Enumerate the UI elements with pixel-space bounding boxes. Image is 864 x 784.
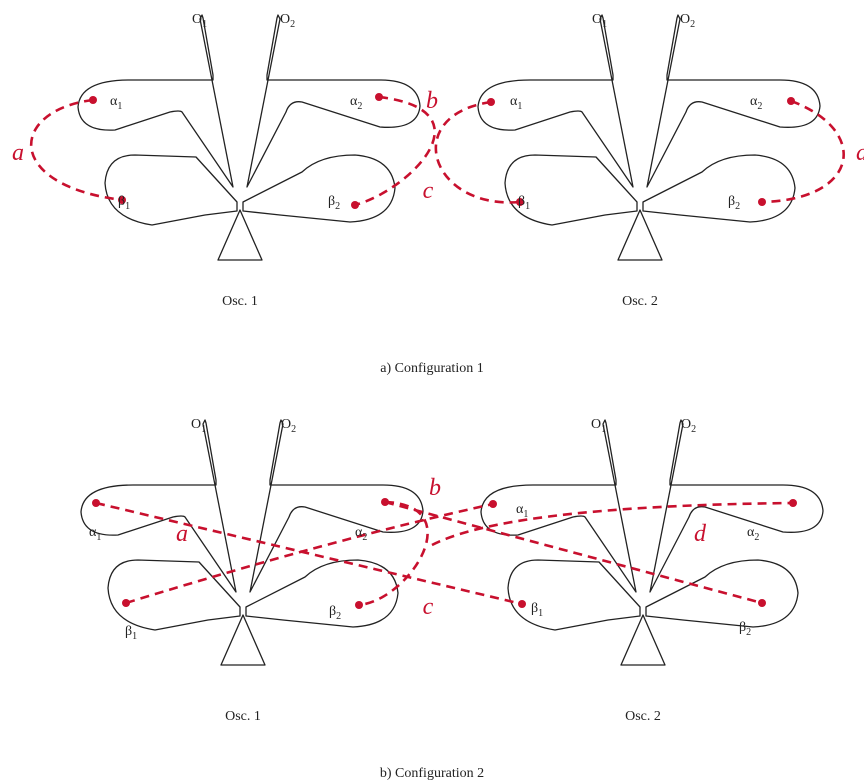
cfg2-osc2-inner-right-lobe	[645, 559, 799, 628]
cfg2-osc2-pivot-triangle	[620, 614, 666, 666]
cfg1-osc2-outer-right-lobe	[646, 14, 821, 188]
cfg2-link-label-b: b	[429, 475, 441, 501]
cfg2-osc1-label-b2: β2	[329, 604, 341, 622]
cfg2-link-cross	[384, 500, 763, 605]
cfg1-link-label-a: a	[12, 140, 24, 166]
cfg2-link-label-a: a	[176, 521, 188, 547]
cfg1-osc1-label-o1: O1	[192, 12, 207, 30]
cfg2-osc2-label-b2: β2	[739, 620, 751, 638]
cfg1-osc2-label-b2: β2	[728, 194, 740, 212]
cfg1-link-bc	[354, 95, 436, 207]
cfg1-osc1-inner-right-lobe	[242, 154, 396, 223]
cfg2-link-b1	[125, 502, 494, 605]
cfg1-link-cross	[434, 100, 521, 204]
cfg1-osc1-caption: Osc. 1	[222, 294, 258, 309]
cfg1-link-label-c: c	[423, 178, 434, 204]
attachment-dot	[516, 198, 524, 206]
cfg1-osc1-label-a2: α2	[350, 94, 362, 112]
cfg1-osc2-caption: Osc. 2	[622, 294, 658, 309]
cfg1-osc2-pivot-triangle	[617, 209, 663, 261]
cfg1-link-label-b: b	[426, 88, 438, 114]
cfg2-osc1-label-a2: α2	[355, 525, 367, 543]
cfg1-osc1-outer-right-lobe	[246, 14, 421, 188]
cfg2-osc1-caption: Osc. 1	[225, 709, 261, 724]
cfg1-osc2-outer-left-lobe	[477, 14, 634, 188]
cfg1-osc2	[477, 14, 821, 261]
cfg2-osc1	[80, 419, 424, 666]
cfg2-osc1-label-o2: O2	[281, 417, 296, 435]
cfg2-osc1-outer-right-lobe	[249, 419, 424, 593]
cfg2-link-d	[431, 501, 794, 547]
cfg1-osc2-inner-right-lobe	[642, 154, 796, 223]
cfg1-osc1-outer-left-lobe	[77, 14, 234, 188]
cfg2-link-label-c: c	[423, 594, 434, 620]
cfg1-osc1-inner-left-lobe	[104, 154, 238, 226]
connection-layer	[29, 93, 845, 609]
cfg1-osc1-pivot-triangle	[217, 209, 263, 261]
cfg1-osc2-label-a2: α2	[750, 94, 762, 112]
cfg1-osc2-label-a1: α1	[510, 94, 522, 112]
cfg1-link-d	[761, 99, 845, 204]
cfg2-osc2-inner-left-lobe	[507, 559, 641, 631]
cfg2-osc2	[480, 419, 824, 666]
cfg2-osc2-label-o1: O1	[591, 417, 606, 435]
cfg2-osc1-label-b1: β1	[125, 624, 137, 642]
cfg2-osc1-inner-left-lobe	[107, 559, 241, 631]
cfg2-osc2-label-o2: O2	[681, 417, 696, 435]
cfg2-osc2-outer-right-lobe	[649, 419, 824, 593]
cfg1-link-a	[29, 98, 123, 202]
cfg1-osc1	[77, 14, 421, 261]
cfg2-osc1-label-o1: O1	[191, 417, 206, 435]
cfg2-osc1-pivot-triangle	[220, 614, 266, 666]
cfg1-osc1-label-a1: α1	[110, 94, 122, 112]
cfg2-link-label-d: d	[694, 521, 707, 547]
cfg1-osc1-label-b2: β2	[328, 194, 340, 212]
cfg2-osc2-caption: Osc. 2	[625, 709, 661, 724]
cfg1-caption: a) Configuration 1	[380, 361, 483, 376]
cfg1-osc2-label-b1: β1	[518, 194, 530, 212]
cfg2-osc1-outer-left-lobe	[80, 419, 237, 593]
cfg2-osc2-label-a1: α1	[516, 502, 528, 520]
cfg2-osc2-label-b1: β1	[531, 601, 543, 619]
cfg1-osc2-label-o1: O1	[592, 12, 607, 30]
cfg1-osc1-label-b1: β1	[118, 194, 130, 212]
cfg2-caption: b) Configuration 2	[380, 766, 484, 781]
oscillator-layer	[77, 14, 824, 666]
cfg2-link-bc	[358, 500, 429, 607]
cfg2-osc1-label-a1: α1	[89, 525, 101, 543]
caption-layer: Osc. 1 Osc. 2 a) Configuration 1 Osc. 1 …	[12, 12, 864, 781]
cfg2-osc1-inner-right-lobe	[245, 559, 399, 628]
cfg2-link-a	[95, 501, 523, 606]
cfg1-osc1-label-o2: O2	[280, 12, 295, 30]
cfg1-osc2-inner-left-lobe	[504, 154, 638, 226]
cfg1-link-label-d: d	[856, 140, 864, 166]
cfg2-osc2-label-a2: α2	[747, 525, 759, 543]
cfg2-osc2-outer-left-lobe	[480, 419, 637, 593]
cfg1-osc2-label-o2: O2	[680, 12, 695, 30]
